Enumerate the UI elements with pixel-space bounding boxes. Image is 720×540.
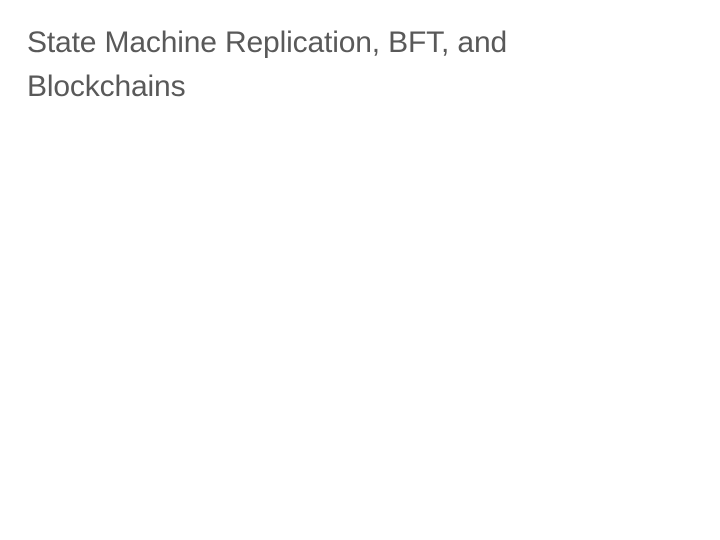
slide-title: State Machine Replication, BFT, and Bloc… bbox=[27, 26, 508, 103]
body-placeholder[interactable] bbox=[27, 130, 693, 510]
title-placeholder[interactable]: State Machine Replication, BFT, and Bloc… bbox=[27, 21, 627, 117]
